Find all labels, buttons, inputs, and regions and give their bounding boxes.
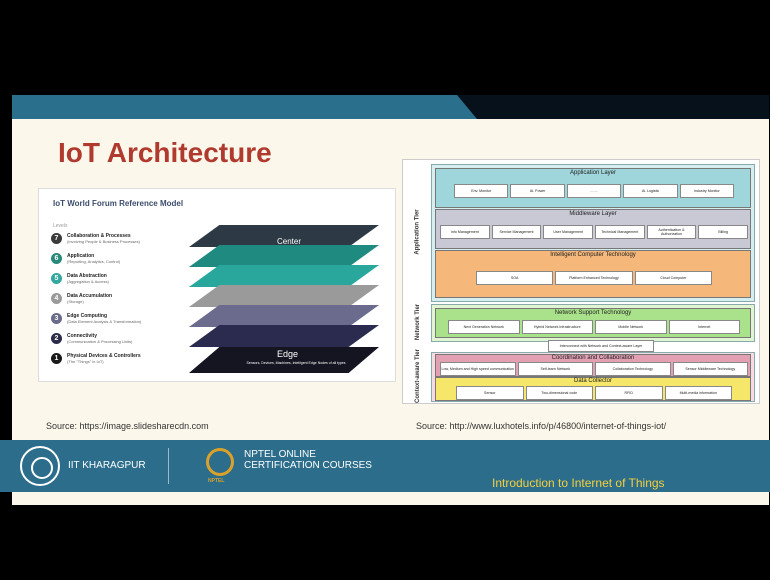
level-2: 2 Connectivity(Communication & Processing… xyxy=(51,333,132,351)
level-title: Collaboration & Processes xyxy=(67,233,131,239)
level-subtitle: (Data Element Analysis & Transformation) xyxy=(67,319,142,324)
layer-item: Next Generation Network xyxy=(448,320,520,334)
layer-item: Platform Enhanced Technology xyxy=(555,271,633,285)
network-tier: Network Support Technology Next Generati… xyxy=(431,304,755,342)
application-tier-label: Application Tier xyxy=(415,209,422,255)
level-number: 1 xyxy=(51,353,62,364)
layer-item: User Management xyxy=(543,225,593,239)
iit-kharagpur-logo xyxy=(20,446,60,486)
layer-item: RFID xyxy=(595,386,663,400)
nptel-line-2: CERTIFICATION COURSES xyxy=(244,460,372,471)
level-title: Edge Computing xyxy=(67,313,107,319)
level-subtitle: (Storage) xyxy=(67,299,84,304)
levels-label: Levels xyxy=(53,223,68,229)
nptel-text: NPTEL ONLINE CERTIFICATION COURSES xyxy=(244,449,372,471)
slide-title: IoT Architecture xyxy=(58,137,272,168)
level-subtitle: (Involving People & Business Processes) xyxy=(67,239,140,244)
diagram-heading: IoT World Forum Reference Model xyxy=(53,199,184,208)
layer-item: Service Management xyxy=(491,225,542,239)
course-title: Introduction to Internet of Things xyxy=(492,476,665,490)
layer-item: Env. Monitor xyxy=(454,184,509,198)
iot-world-forum-diagram: IoT World Forum Reference Model Levels 7… xyxy=(38,188,396,382)
footer-bar: IIT KHARAGPUR NPTEL NPTEL ONLINE CERTIFI… xyxy=(0,440,770,492)
layer-item: Industry Monitor xyxy=(679,184,734,198)
layer-item: Technical Management xyxy=(595,225,645,239)
layer-item: Sensor Middleware Technology xyxy=(672,362,748,376)
level-5: 5 Data Abstraction(Aggregation & Access) xyxy=(51,273,109,291)
interconnect-note: Interconnect with Network and Context-aw… xyxy=(548,340,654,352)
context-aware-tier: Coordination and Collaboration Low, Medi… xyxy=(431,352,755,402)
level-title: Connectivity xyxy=(67,333,98,339)
layer-item: Authentication & Authorization xyxy=(646,225,697,239)
layer-item: IA. Logistic xyxy=(623,184,678,198)
layer-item: ... ... xyxy=(566,184,622,198)
layer-item: Info Management xyxy=(440,225,490,239)
level-subtitle: (Reporting, Analytics, Control) xyxy=(67,259,121,264)
level-3: 3 Edge Computing(Data Element Analysis & … xyxy=(51,313,141,331)
footer-divider xyxy=(168,448,169,484)
center-label: Center xyxy=(277,237,302,246)
layer-item: Internet xyxy=(668,320,740,334)
level-number: 5 xyxy=(51,273,62,284)
nptel-logo xyxy=(206,448,234,476)
level-6: 6 Application(Reporting, Analytics, Contr… xyxy=(51,253,120,271)
edge-sub: Sensors, Devices, Machines, Intelligent … xyxy=(246,361,346,365)
layer-stack: Center Edge Sensors, Devices, Machines, … xyxy=(189,223,389,375)
nptel-logo-text: NPTEL xyxy=(208,478,225,484)
level-number: 4 xyxy=(51,293,62,304)
layer-item: Hybrid Network Infrastructure xyxy=(521,320,593,334)
layer-item: IA. Power xyxy=(510,184,565,198)
level-subtitle: (Aggregation & Access) xyxy=(67,279,109,284)
slide-header-band xyxy=(12,95,769,119)
level-7: 7 Collaboration & Processes(Involving Peo… xyxy=(51,233,140,251)
level-title: Application xyxy=(67,253,95,259)
layer-item: Self-learn Network xyxy=(517,362,593,376)
left-source: Source: https://image.slidesharecdn.com xyxy=(46,421,209,431)
level-subtitle: (Communication & Processing Units) xyxy=(67,339,133,344)
level-4: 4 Data Accumulation(Storage) xyxy=(51,293,112,311)
right-source: Source: http://www.luxhotels.info/p/4680… xyxy=(416,421,667,431)
network-support-layer: Network Support Technology Next Generati… xyxy=(435,308,751,338)
footer-org: IIT KHARAGPUR xyxy=(68,460,146,471)
layer-item: Cloud Computer xyxy=(634,271,712,285)
level-subtitle: (The "Things" in IoT) xyxy=(67,359,104,364)
level-title: Physical Devices & Controllers xyxy=(67,353,141,359)
layer-item: SOA xyxy=(476,271,554,285)
nptel-line-1: NPTEL ONLINE xyxy=(244,449,316,460)
level-title: Data Accumulation xyxy=(67,293,113,299)
level-number: 6 xyxy=(51,253,62,264)
network-tier-label: Network Tier xyxy=(415,303,422,341)
layer-item: Collaboration Technology xyxy=(595,362,671,376)
layer-item: Mobile Network xyxy=(595,320,667,334)
layer-item: Two-dimensional code xyxy=(525,386,593,400)
edge-label: Edge xyxy=(277,349,299,359)
level-number: 3 xyxy=(51,313,62,324)
layer-item: Multi-media information xyxy=(664,386,732,400)
level-number: 2 xyxy=(51,333,62,344)
coordination-layer: Coordination and Collaboration Low, Medi… xyxy=(435,354,751,377)
iot-architecture-diagram: Application Tier Application Layer Env. … xyxy=(402,159,760,404)
layer-item: Sensor xyxy=(456,386,524,400)
level-1: 1 Physical Devices & Controllers(The "Thi… xyxy=(51,353,141,371)
level-number: 7 xyxy=(51,233,62,244)
context-tier-label: Context-aware Tier xyxy=(415,349,421,403)
level-title: Data Abstraction xyxy=(67,273,107,279)
slide: IoT Architecture IoT World Forum Referen… xyxy=(12,95,769,505)
layer-item: Low, Medium and High speed communication xyxy=(440,362,516,376)
layer-item: Billing xyxy=(698,225,748,239)
